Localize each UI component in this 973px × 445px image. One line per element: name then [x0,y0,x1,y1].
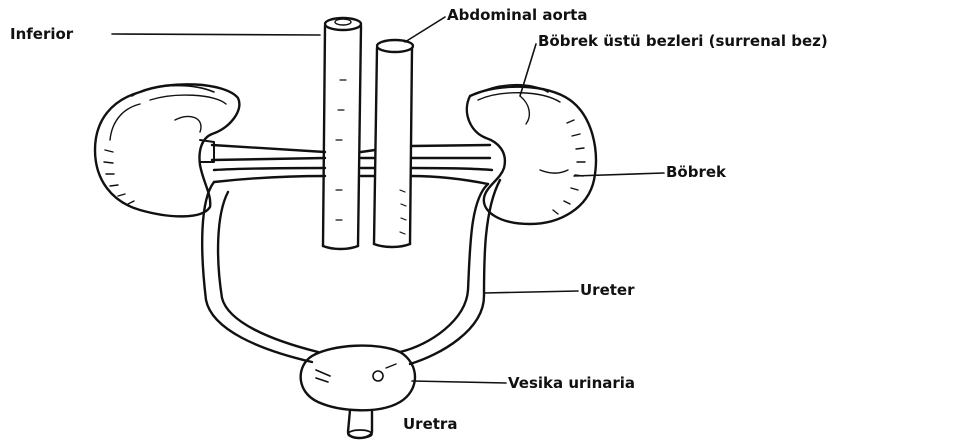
renal-vessels [212,145,492,184]
ureters [202,180,500,364]
label-adrenal-gland: Böbrek üstü bezleri (surrenal bez) [538,32,828,50]
label-inferior: Inferior [10,25,73,43]
adrenal-glands [132,85,548,96]
urethra [348,410,372,438]
right-kidney [467,87,596,224]
label-bladder: Vesika urinaria [508,374,635,392]
left-kidney [95,84,239,216]
abdominal-aorta [374,40,413,247]
leader-aorta [405,17,445,42]
label-urethra: Uretra [403,415,457,433]
leader-lines [112,17,664,383]
leader-ureter [484,291,578,293]
label-abdominal-aorta: Abdominal aorta [447,6,587,24]
leader-bladder [412,381,506,383]
leader-kidney [574,173,664,176]
label-ureter: Ureter [580,281,635,299]
urinary-bladder [301,346,415,411]
leader-inferior [112,34,320,35]
inferior-vena-cava [323,18,361,249]
label-kidney: Böbrek [666,163,726,181]
